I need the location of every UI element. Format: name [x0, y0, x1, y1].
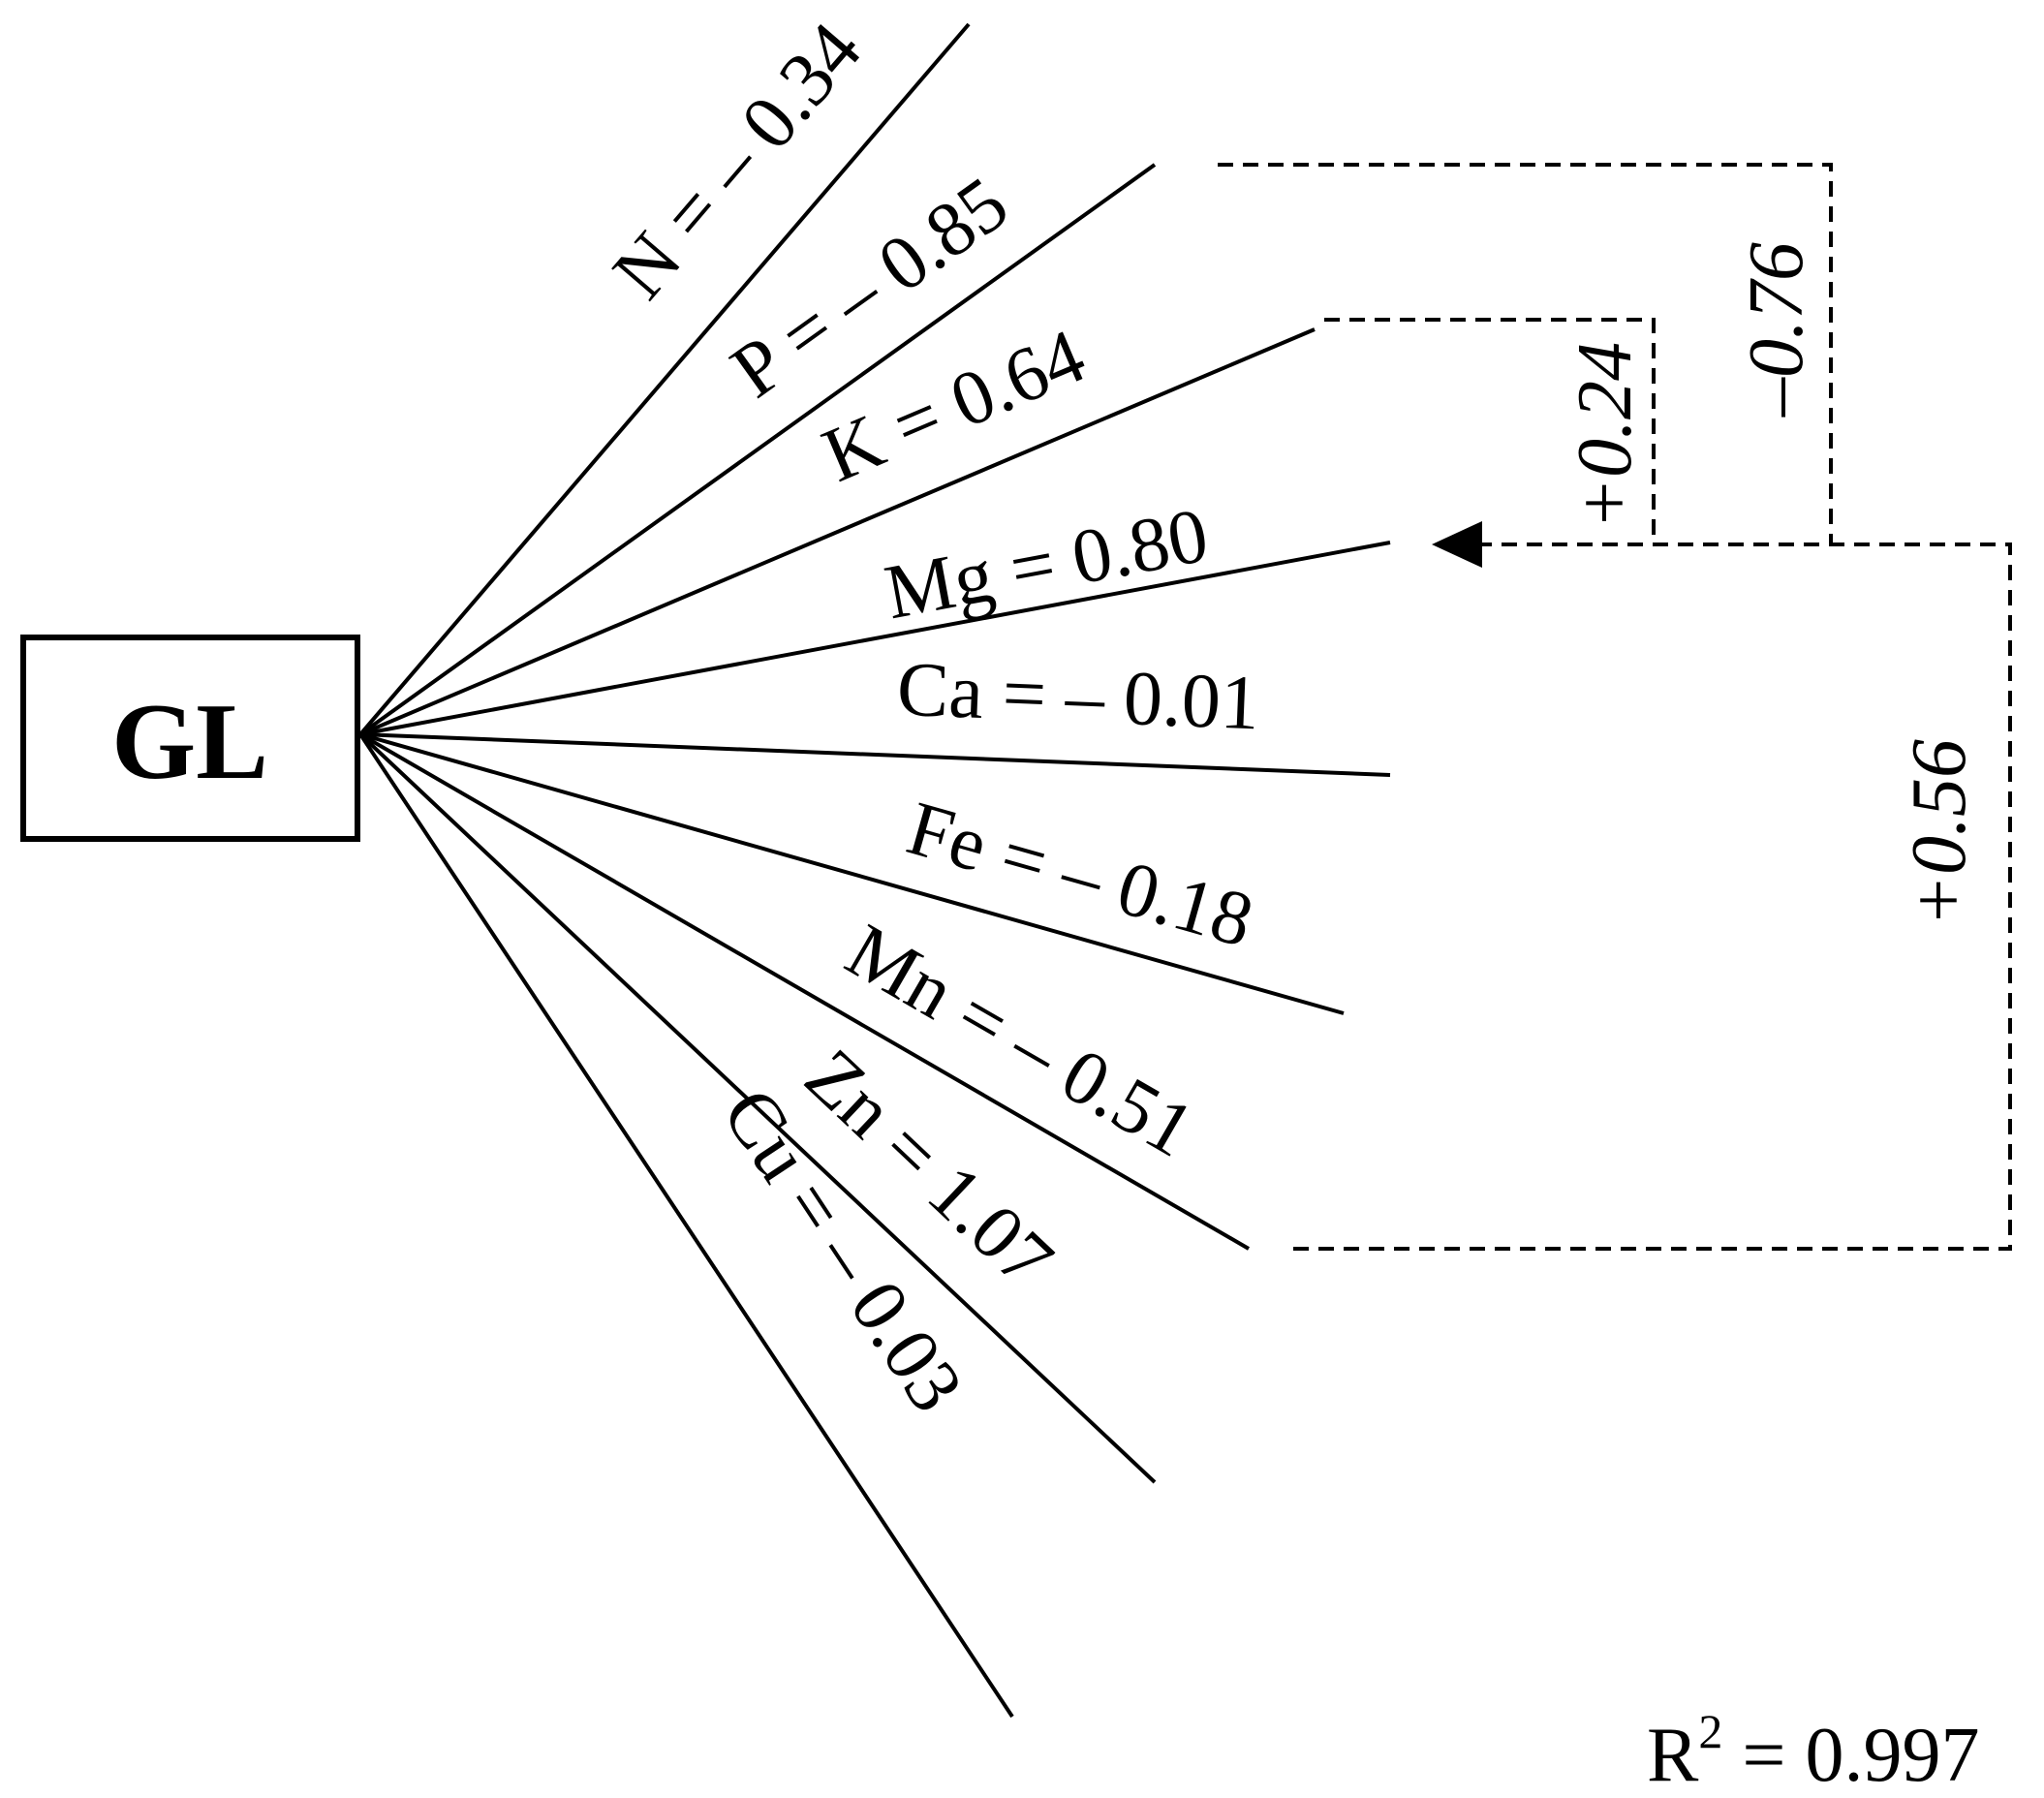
path-labels: N = – 0.34 P = – 0.85 K = 0.64 Mg = 0.80… — [597, 7, 1261, 1426]
r-squared-superscript: 2 — [1698, 1704, 1722, 1758]
path-rays — [358, 22, 1391, 1719]
ray-zn — [358, 732, 1157, 1484]
interaction-label-k-mg: +0.24 — [1563, 342, 1648, 530]
root-node: GL — [20, 635, 360, 842]
r-squared: R2 = 0.997 — [1647, 1704, 1979, 1798]
root-box — [20, 635, 360, 842]
interaction-label-mn-mg: +0.56 — [1897, 739, 1982, 927]
path-label-mg: Mg = 0.80 — [879, 493, 1215, 636]
ray-n — [358, 22, 971, 736]
ray-fe — [359, 732, 1345, 1015]
interaction-path-mn-mg — [1293, 542, 2012, 1251]
interaction-path-k-mg — [1324, 318, 1656, 544]
arrowhead-to-mg — [1432, 521, 1482, 568]
ray-mg — [359, 541, 1391, 736]
ray-ca — [359, 732, 1391, 777]
r-squared-r: R — [1647, 1713, 1699, 1798]
ray-k — [359, 327, 1316, 736]
interaction-labels: +0.24 –0.76 +0.56 — [1563, 242, 1982, 927]
ray-p — [358, 163, 1157, 736]
ray-mn — [358, 732, 1251, 1251]
interaction-label-p-mg: –0.76 — [1734, 242, 1819, 418]
interaction-path-p-mg — [1218, 163, 1833, 544]
path-label-ca: Ca = – 0.01 — [895, 647, 1260, 747]
r-squared-value: = 0.997 — [1722, 1713, 1979, 1798]
ray-cu — [358, 732, 1014, 1719]
root-label: GL — [111, 682, 268, 802]
interaction-paths — [1218, 163, 2012, 1251]
